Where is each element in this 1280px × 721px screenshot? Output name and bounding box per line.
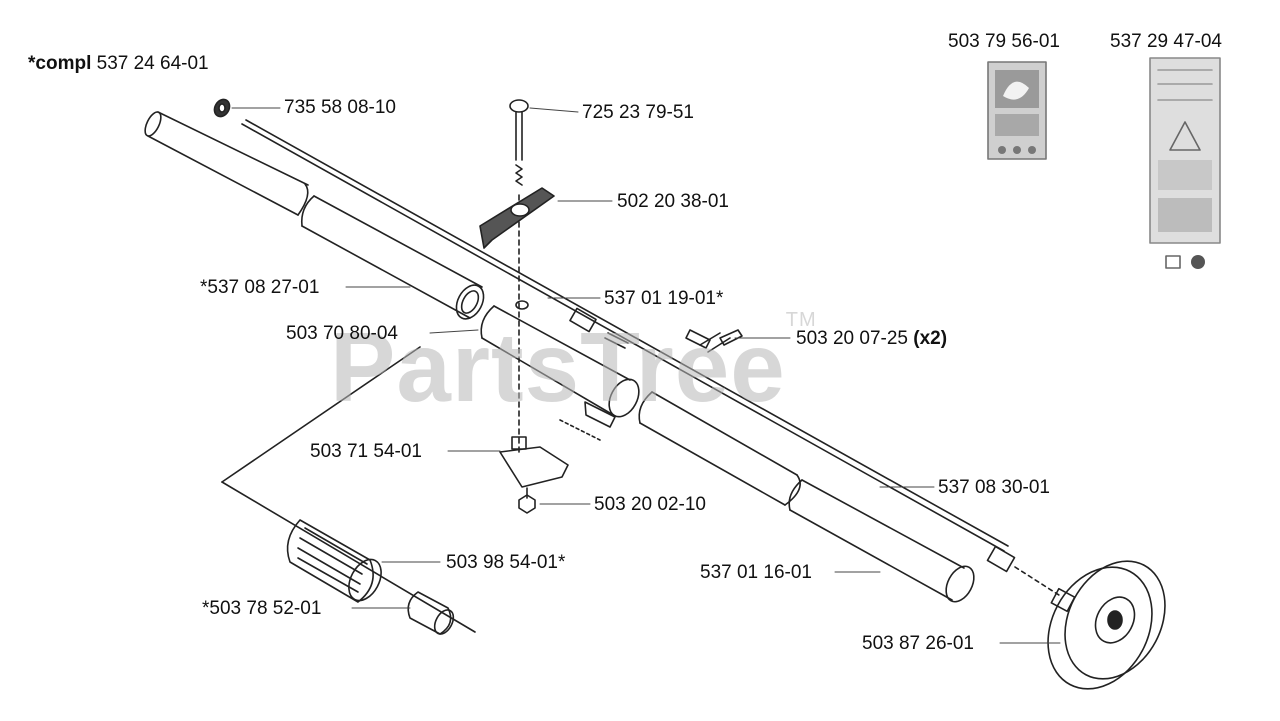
part-label[interactable]: 503 70 80-04 bbox=[286, 323, 398, 344]
decal-537-29-47-04 bbox=[1149, 57, 1221, 269]
wing-knob bbox=[479, 187, 555, 249]
decal-label-1[interactable]: 503 79 56-01 bbox=[948, 31, 1060, 52]
part-label[interactable]: 503 20 02-10 bbox=[594, 494, 706, 515]
part-label[interactable]: 503 98 54-01* bbox=[446, 552, 566, 573]
part-label[interactable]: 537 01 19-01* bbox=[604, 288, 724, 309]
part-quantity: (x2) bbox=[913, 328, 948, 349]
part-label[interactable]: *503 78 52-01 bbox=[202, 598, 322, 619]
clamp-block bbox=[480, 300, 640, 441]
washer bbox=[213, 98, 231, 118]
assembly-prefix: *compl bbox=[28, 53, 92, 74]
part-label[interactable]: 537 08 30-01 bbox=[938, 477, 1050, 498]
drive-shaft bbox=[241, 119, 1063, 598]
bracket bbox=[499, 436, 569, 488]
part-label[interactable]: 502 20 38-01 bbox=[617, 191, 729, 212]
label-leaders bbox=[231, 107, 1061, 644]
lower-tube bbox=[788, 479, 975, 603]
assembly-number: *compl 537 24 64-01 bbox=[28, 54, 209, 73]
collar bbox=[407, 591, 455, 635]
watermark: PartsTreeTM bbox=[330, 309, 817, 422]
grip-leader bbox=[221, 346, 476, 633]
part-label[interactable]: 735 58 08-10 bbox=[284, 97, 396, 118]
grip-cylinder bbox=[286, 519, 382, 603]
decal-503-79-56-01 bbox=[987, 61, 1047, 160]
assembly-part-number: 537 24 64-01 bbox=[96, 53, 209, 74]
screws bbox=[604, 329, 743, 353]
part-label[interactable]: 537 01 16-01 bbox=[700, 562, 812, 583]
part-label[interactable]: 725 23 79-51 bbox=[582, 102, 694, 123]
part-number: 503 20 07-25 bbox=[796, 328, 908, 349]
part-label[interactable]: 503 87 26-01 bbox=[862, 633, 974, 654]
decal-label-2[interactable]: 537 29 47-04 bbox=[1110, 31, 1222, 52]
upper-tube bbox=[144, 111, 309, 216]
wheel bbox=[1047, 560, 1166, 690]
hex-nut bbox=[518, 487, 536, 514]
top-bolt bbox=[509, 99, 529, 456]
part-label[interactable]: 503 71 54-01 bbox=[310, 441, 422, 462]
middle-tube-left bbox=[300, 195, 485, 320]
part-label[interactable]: *537 08 27-01 bbox=[200, 277, 320, 298]
part-label-with-qty[interactable]: 503 20 07-25 (x2) bbox=[796, 329, 947, 348]
middle-tube-right bbox=[638, 391, 801, 506]
